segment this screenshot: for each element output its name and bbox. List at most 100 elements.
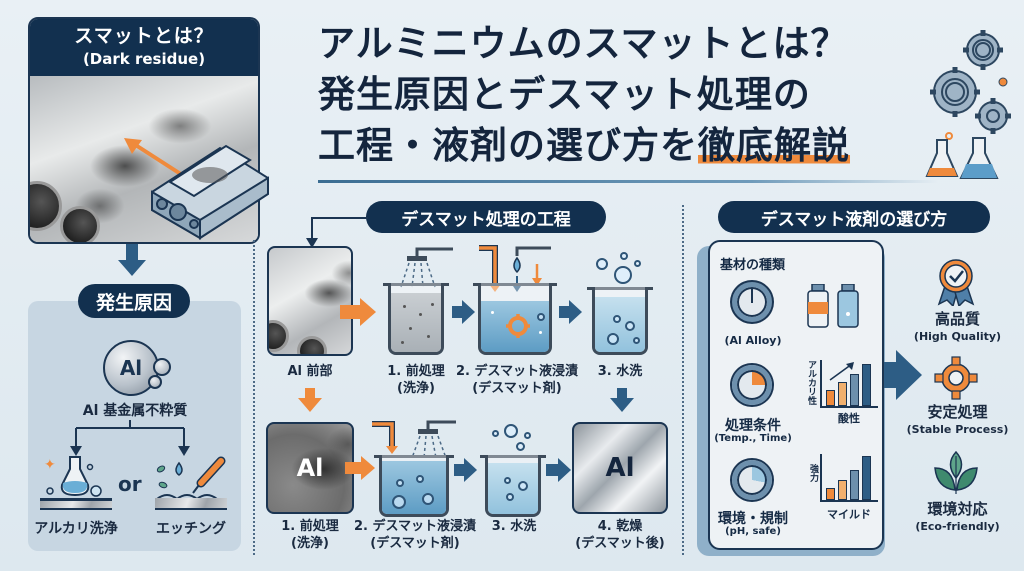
svg-text:✦: ✦	[44, 457, 56, 473]
branch-arrows	[70, 420, 190, 456]
bubble	[537, 313, 545, 321]
pipe-hole	[60, 206, 100, 242]
alloy-dial-icon	[732, 282, 772, 322]
particle	[401, 341, 404, 344]
particle	[539, 331, 542, 334]
section-divider	[682, 205, 684, 555]
criteria-heading: 基材の種類	[720, 258, 786, 273]
process-entry-arrow	[306, 217, 368, 248]
pipette-etching-icon	[156, 456, 226, 500]
arrow-right-icon	[464, 458, 477, 482]
clean-aluminum-sample: Al	[572, 422, 668, 514]
bubble	[516, 442, 525, 451]
gear-icon	[506, 314, 530, 338]
conditions-dial-icon	[732, 365, 772, 405]
step-label: 4. 乾燥	[597, 519, 643, 534]
arrow-stem	[345, 462, 363, 474]
step-label: Al 前部	[287, 364, 333, 379]
dosing-pipes-icon	[479, 245, 551, 292]
tank-rim	[374, 455, 454, 458]
benefit-stable-process: 安定処理 (Stable Process)	[906, 403, 1009, 436]
smut-card-header: スマットとは？ (Dark residue)	[30, 19, 258, 76]
tank-rim	[587, 287, 653, 290]
orange-arrow-down-icon	[298, 398, 322, 412]
flask-icon: ✦	[44, 456, 102, 497]
arrow-down-icon	[610, 398, 634, 412]
smut-card-subtitle: (Dark residue)	[82, 50, 206, 68]
down-arrow-icon	[118, 260, 146, 276]
arrow-stem	[452, 306, 464, 318]
chart-bar	[826, 488, 835, 500]
chart-bar	[826, 390, 835, 406]
bubble	[504, 477, 511, 484]
step-sublabel: (洗浄)	[291, 536, 329, 551]
pipe-hole	[30, 181, 62, 231]
arrow-stem	[546, 464, 560, 476]
page-title: アルミニウムのスマットとは？ 発生原因とデスマット処理の 工程・液剤の選び方を徹…	[318, 18, 918, 171]
step-label: 2. デスマット液浸漬	[455, 364, 579, 379]
factor-sub: (Temp., Time)	[714, 433, 792, 444]
chart-bar	[862, 364, 871, 406]
chart-x-label: マイルド	[827, 508, 871, 521]
option-alkaline-wash: アルカリ洗浄	[34, 521, 118, 537]
water-rinse-tank	[485, 455, 541, 517]
leaf-icon	[934, 450, 978, 494]
alkalinity-bar-chart	[820, 360, 878, 408]
step-label: 1. 前処理	[387, 364, 445, 379]
chart-x-label: 酸性	[838, 412, 860, 425]
particle	[403, 305, 406, 308]
trend-arrow-icon	[829, 362, 854, 381]
bubble	[607, 333, 619, 345]
or-connector: or	[118, 472, 142, 496]
factor-sub: (Al Alloy)	[724, 334, 782, 347]
bubble	[506, 493, 514, 501]
pipe-hole	[269, 320, 289, 352]
section-divider	[253, 240, 255, 555]
step-sublabel: (デスマット剤)	[472, 381, 562, 396]
benefit-eco-friendly: 環境対応 (Eco-friendly)	[915, 500, 1000, 533]
rinse-tank	[592, 287, 648, 355]
particle-icon	[148, 375, 162, 389]
chemical-bottles-icon	[807, 284, 859, 328]
particle	[491, 311, 494, 314]
tank-rim	[480, 455, 546, 458]
etched-metal-surface	[155, 498, 227, 510]
arrow-right-icon	[558, 458, 571, 482]
chart-axis-label: アルカリ性	[806, 360, 816, 405]
chart-bar	[850, 470, 859, 500]
orange-arrow-right-icon	[361, 456, 375, 480]
step-raw-aluminum-photo	[267, 246, 353, 356]
gear-icon	[934, 356, 978, 400]
sample-label: Al	[296, 454, 324, 482]
bubble	[613, 315, 621, 323]
factor-sub: (pH, safe)	[725, 526, 781, 537]
step-sublabel: (洗浄)	[397, 381, 435, 396]
bubble	[620, 252, 628, 260]
option-etching: エッチング	[156, 521, 226, 537]
aluminum-profile-icon	[151, 144, 269, 240]
desmut-tank	[478, 283, 552, 355]
smut-card-title: スマットとは？	[74, 25, 214, 47]
sample-label: Al	[605, 453, 635, 483]
bubble	[596, 258, 608, 270]
title-highlight: 徹底解説	[698, 124, 850, 167]
title-line-2: 発生原因とデスマット処理の	[318, 73, 811, 116]
orange-arrow-stem	[340, 305, 362, 319]
bubble	[633, 337, 640, 344]
title-line-1: アルミニウムのスマットとは？	[318, 22, 849, 65]
arrow-stem	[884, 362, 898, 388]
step-label: 1. 前処理	[281, 519, 339, 534]
aluminum-element-icon: Al	[103, 340, 159, 396]
grey-liquid	[391, 293, 441, 352]
environment-dial-icon	[732, 460, 772, 500]
chart-bar	[838, 382, 847, 406]
arrow-stem	[617, 388, 627, 400]
bubble	[518, 481, 528, 491]
down-arrow-stem	[126, 244, 138, 262]
arrow-right-icon	[569, 300, 582, 324]
benefit-high-quality: 高品質 (High Quality)	[913, 310, 1002, 343]
step-sublabel: (デスマット後)	[575, 536, 665, 551]
process-heading: デスマット処理の工程	[366, 201, 606, 233]
selection-criteria-card: 基材の種類 (Al Alloy) 処理条件 (Temp., Time) アルカリ…	[708, 240, 884, 550]
chart-bar	[850, 374, 859, 406]
